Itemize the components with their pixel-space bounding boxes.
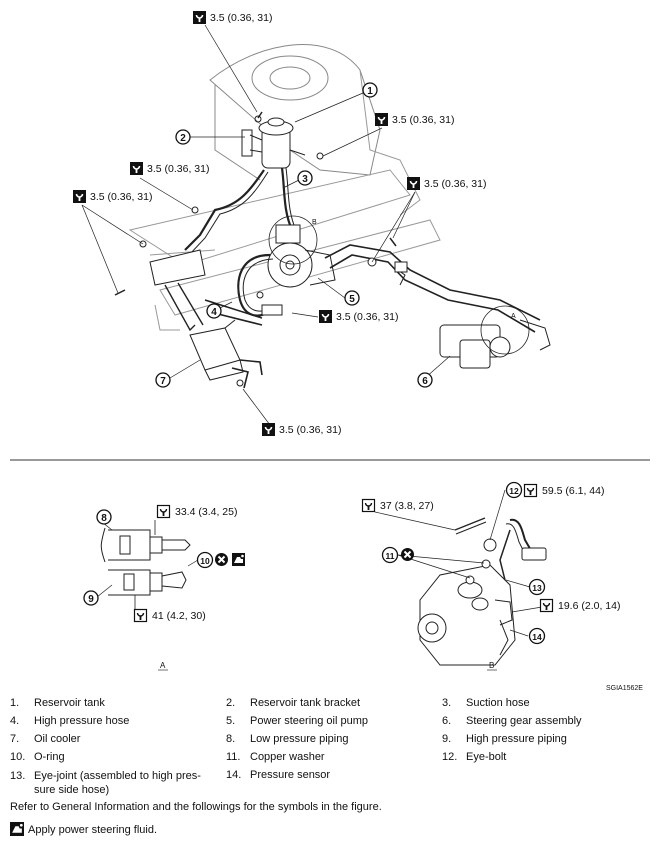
svg-text:1: 1 (367, 86, 373, 97)
torque-icon (374, 112, 389, 127)
do-not-reuse-icon (400, 547, 415, 562)
legend-item: 11.Copper washer (226, 751, 325, 763)
callout-7: 7 (155, 372, 171, 388)
svg-text:14: 14 (532, 632, 542, 642)
main-view (81, 24, 551, 426)
svg-text:8: 8 (101, 513, 107, 524)
torque-icon (72, 189, 87, 204)
svg-text:2: 2 (180, 133, 186, 144)
callout-11: 11 (381, 546, 399, 564)
torque-label-mid-left: 3.5 (0.36, 31) (147, 163, 209, 175)
svg-text:12: 12 (509, 486, 519, 496)
legend-item: 14.Pressure sensor (226, 769, 331, 781)
torque-icon (361, 498, 376, 513)
torque-label-a-upper: 33.4 (3.4, 25) (175, 506, 237, 518)
callout-12: 12 (505, 481, 523, 499)
detail-a-view (96, 518, 199, 610)
legend-item: 9.High pressure piping (442, 733, 567, 745)
torque-label-pump: 3.5 (0.36, 31) (336, 311, 398, 323)
detail-b-view (374, 489, 547, 666)
svg-text:10: 10 (200, 556, 210, 566)
torque-label-a-lower: 41 (4.2, 30) (152, 610, 206, 622)
callout-5: 5 (344, 290, 360, 306)
callout-4: 4 (206, 303, 222, 319)
apply-fluid-icon (232, 553, 245, 566)
torque-label-bottom: 3.5 (0.36, 31) (279, 424, 341, 436)
callout-9: 9 (83, 590, 99, 606)
callout-10: 10 (196, 551, 214, 569)
view-label-b: B (489, 661, 494, 670)
torque-icon (318, 309, 333, 324)
detail-marker-a: A (511, 313, 516, 320)
view-label-a: A (160, 661, 166, 670)
legend-item: 5.Power steering oil pump (226, 715, 369, 727)
svg-text:7: 7 (160, 376, 166, 387)
legend-item: 1.Reservoir tank (10, 697, 105, 709)
callout-8: 8 (96, 509, 112, 525)
torque-label-b-sensor: 19.6 (2.0, 14) (558, 600, 620, 612)
legend-item: 8.Low pressure piping (226, 733, 349, 745)
apply-fluid-icon (10, 822, 24, 836)
torque-label-top: 3.5 (0.36, 31) (210, 12, 272, 24)
torque-icon (406, 176, 421, 191)
torque-icon (523, 483, 538, 498)
svg-text:5: 5 (349, 294, 355, 305)
torque-icon (192, 10, 207, 25)
legend-item: 6.Steering gear assembly (442, 715, 582, 727)
legend-item: 10.O-ring (10, 751, 65, 763)
callout-3: 3 (297, 170, 313, 186)
callout-1: 1 (362, 82, 378, 98)
svg-text:3: 3 (302, 174, 308, 185)
torque-icon (129, 161, 144, 176)
svg-text:13: 13 (532, 583, 542, 593)
torque-icon (539, 598, 554, 613)
do-not-reuse-icon (214, 552, 229, 567)
svg-text:4: 4 (211, 307, 217, 318)
svg-text:11: 11 (386, 551, 395, 561)
torque-icon (156, 504, 171, 519)
torque-label-reservoir: 3.5 (0.36, 31) (392, 114, 454, 126)
figure-code: SGIA1562E (606, 685, 643, 692)
legend-item: 4.High pressure hose (10, 715, 130, 727)
callout-13: 13 (528, 578, 546, 596)
legend-item: 2.Reservoir tank bracket (226, 697, 361, 709)
svg-text:6: 6 (422, 376, 428, 387)
parts-legend: 1.Reservoir tank 2.Reservoir tank bracke… (10, 697, 650, 801)
callout-14: 14 (528, 627, 546, 645)
legend-item: 13.Eye-joint (assembled to high pres- su… (10, 770, 201, 796)
callout-6: 6 (417, 372, 433, 388)
apply-fluid-text: Apply power steering fluid. (28, 824, 158, 836)
torque-label-b-bolt: 37 (3.8, 27) (380, 500, 434, 512)
apply-fluid-note: Apply power steering fluid. (10, 822, 157, 836)
svg-text:9: 9 (88, 594, 94, 605)
torque-label-far-left: 3.5 (0.36, 31) (90, 191, 152, 203)
legend-item: 7.Oil cooler (10, 733, 81, 745)
symbols-note: Refer to General Information and the fol… (10, 801, 382, 813)
callout-2: 2 (175, 129, 191, 145)
torque-icon (261, 422, 276, 437)
legend-item: 3.Suction hose (442, 697, 530, 709)
torque-label-right: 3.5 (0.36, 31) (424, 178, 486, 190)
torque-label-b-eyebolt: 59.5 (6.1, 44) (542, 485, 604, 497)
detail-marker-b: B (312, 219, 317, 226)
torque-icon (133, 608, 148, 623)
legend-item: 12.Eye-bolt (442, 751, 507, 763)
